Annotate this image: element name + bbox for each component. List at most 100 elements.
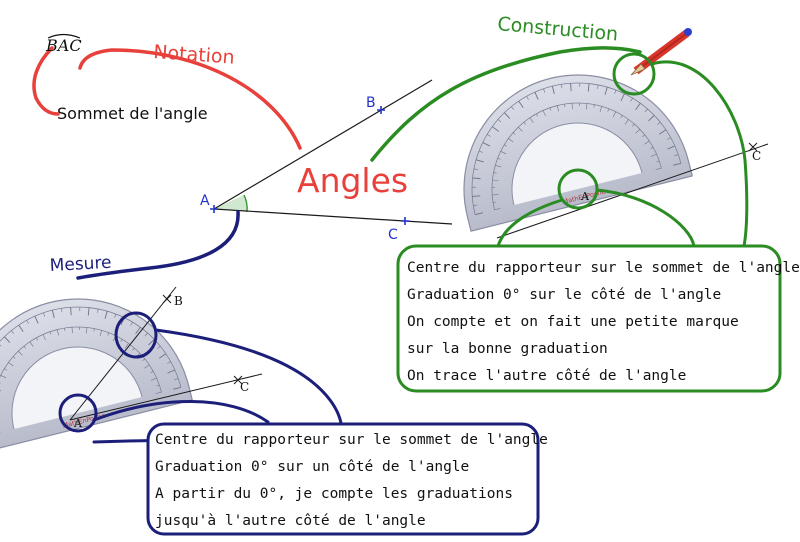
point-c-mark xyxy=(401,217,409,225)
protractor-tick xyxy=(475,212,484,216)
protractor-tick xyxy=(561,84,563,89)
protractor-tick xyxy=(174,378,179,381)
protractor-tick xyxy=(632,123,635,127)
protractor-tick xyxy=(70,307,72,316)
protractor-tick xyxy=(142,358,146,361)
protractor-tick xyxy=(478,150,483,153)
protractor-ticks xyxy=(0,307,181,435)
protractor-tick xyxy=(23,345,26,349)
mesure-side-ac xyxy=(69,373,263,421)
protractor-tick xyxy=(144,332,148,337)
mesure-line-4: jusqu'à l'autre côté de l'angle xyxy=(155,513,426,529)
construction-point-a-label: A xyxy=(580,190,590,203)
protractor-tick xyxy=(604,86,608,95)
central-title: Angles xyxy=(297,161,408,200)
notation-label: Notation xyxy=(153,41,236,69)
protractor-tick xyxy=(18,324,24,333)
protractor-tick xyxy=(12,356,16,359)
protractor-tick xyxy=(523,121,526,125)
protractor-tick xyxy=(518,100,524,109)
protractor-tick xyxy=(620,93,625,102)
protractor-tick xyxy=(482,142,491,147)
protractor-tick xyxy=(512,132,516,135)
mesure-point-a-label: A xyxy=(73,417,83,430)
protractor-tick xyxy=(620,115,623,119)
protractor-tick xyxy=(43,312,46,317)
protractor-tick xyxy=(155,391,162,394)
protractor-tick xyxy=(0,343,2,347)
protractor-tick xyxy=(655,167,662,170)
protractor-tick xyxy=(492,194,499,196)
protractor-tick xyxy=(158,353,167,359)
central-angle-figure: A B C Angles xyxy=(200,79,453,243)
mesure-line-1: Centre du rapporteur sur le sommet de l'… xyxy=(155,432,548,448)
protractor-tick xyxy=(34,315,39,324)
protractor-tick xyxy=(657,122,661,126)
protractor-tick xyxy=(536,113,539,117)
construction-branch: Construction MathEnPoche C A Centre du r… xyxy=(370,13,800,393)
protractor-tick xyxy=(644,108,648,113)
mesure-line-3: A partir du 0°, je compte les graduation… xyxy=(155,486,513,502)
construction-line-1: Centre du rapporteur sur le sommet de l'… xyxy=(407,260,800,276)
mesure-point-c-label: C xyxy=(240,380,249,394)
construction-line-3: On compte et on fait une petite marque xyxy=(407,314,739,330)
protractor-tick xyxy=(29,341,34,347)
protractor-tick xyxy=(593,104,595,108)
protractor-tick xyxy=(674,154,679,157)
protractor-tick xyxy=(597,84,599,89)
protractor-tick xyxy=(587,83,590,92)
protractor-tick xyxy=(607,108,610,112)
construction-point-c-mark xyxy=(748,142,758,152)
protractor-tick xyxy=(624,119,629,125)
protractor-tick xyxy=(107,332,110,336)
notation-link-symbol xyxy=(32,46,60,116)
protractor-tick xyxy=(635,102,641,110)
notation-connector xyxy=(78,48,302,150)
point-b-mark xyxy=(377,106,385,114)
protractor-tick xyxy=(64,328,66,332)
protractor-tick xyxy=(132,347,135,351)
protractor-tick xyxy=(114,313,117,318)
protractor-tick xyxy=(56,329,59,336)
ray-ab xyxy=(213,79,433,210)
protractor-tick xyxy=(475,159,484,163)
protractor-tick xyxy=(79,307,81,312)
protractor-tick xyxy=(36,337,39,341)
protractor-tick xyxy=(494,208,501,211)
protractor-tick xyxy=(635,129,641,134)
protractor-tick xyxy=(156,384,160,387)
mesure-point-b-label: B xyxy=(174,294,183,308)
protractor-inner-arc xyxy=(11,346,143,430)
ray-ac xyxy=(213,208,453,225)
protractor-tick xyxy=(586,103,588,110)
construction-protractor: MathEnPoche xyxy=(463,74,693,232)
mesure-center-circle xyxy=(58,393,98,433)
protractor-tick xyxy=(0,381,1,384)
mesure-reading-circle xyxy=(114,311,158,359)
protractor-tick xyxy=(556,105,559,112)
mesure-line-2: Graduation 0° sur un côté de l'angle xyxy=(155,459,469,475)
angle-arc-fill xyxy=(214,195,248,212)
construction-link-outer xyxy=(650,60,749,248)
construction-mark-circle xyxy=(612,52,656,96)
protractor-tick xyxy=(543,88,546,93)
mesure-point-c-mark xyxy=(233,375,243,385)
protractor-tick xyxy=(650,153,657,157)
protractor-tick xyxy=(150,371,154,374)
protractor-tick xyxy=(4,336,11,343)
protractor-tick xyxy=(672,162,681,166)
protractor-tick xyxy=(529,117,534,123)
protractor-tick xyxy=(492,179,499,181)
protractor-tick xyxy=(473,168,478,170)
protractor-tick xyxy=(497,157,501,160)
construction-link-left xyxy=(496,198,564,248)
protractor-tick xyxy=(579,83,581,88)
protractor-inner-arc xyxy=(511,122,643,206)
protractor-tick xyxy=(511,106,515,110)
protractor-tick xyxy=(167,361,171,364)
point-c-label: C xyxy=(388,227,398,243)
protractor-tick xyxy=(612,111,616,118)
protractor-tick xyxy=(493,201,497,203)
protractor-tick xyxy=(667,137,671,140)
